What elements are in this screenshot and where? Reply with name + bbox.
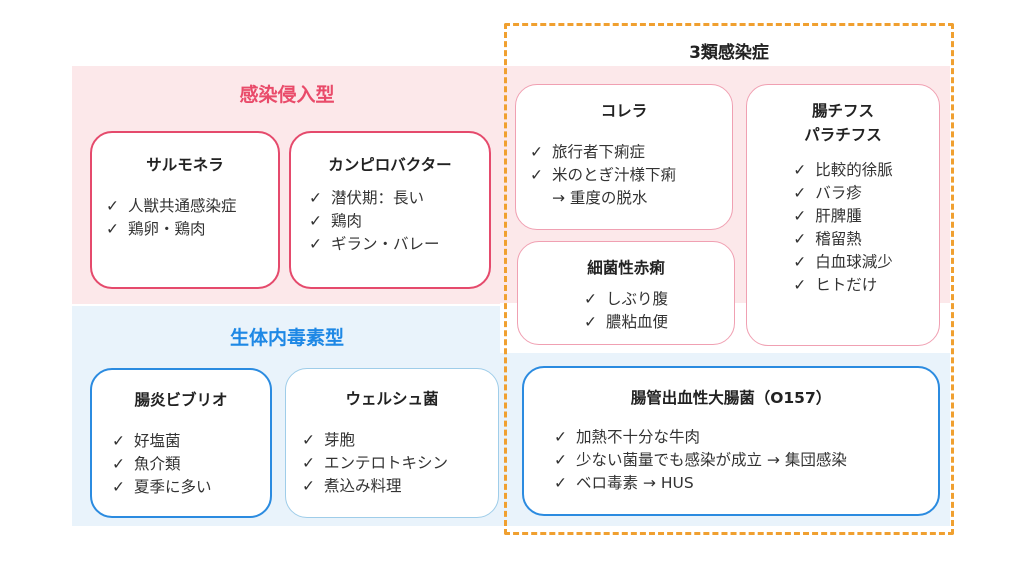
- list-item: ✓比較的徐脈: [793, 161, 893, 179]
- list-item: ✓芽胞: [302, 431, 356, 449]
- card-cholera: コレラ ✓旅行者下痢症 ✓米のとぎ汁様下痢 → 重度の脱水: [515, 84, 733, 230]
- list-item: ✓ギラン・バレー: [309, 235, 440, 253]
- list-item: ✓加熱不十分な牛肉: [554, 428, 701, 446]
- card-perfringens: ウェルシュ菌 ✓芽胞 ✓エンテロトキシン ✓煮込み料理: [285, 368, 499, 518]
- list-item: ✓夏季に多い: [112, 478, 212, 496]
- invasive-title: 感染侵入型: [239, 84, 335, 106]
- list-item: ✓稽留熱: [793, 230, 862, 248]
- card-title: 細菌性赤痢: [587, 259, 665, 277]
- list-item: → 重度の脱水: [552, 189, 648, 207]
- list-item: ✓潜伏期：長い: [309, 189, 425, 207]
- card-title: 腸チフス: [811, 102, 874, 120]
- card-ehec: 腸管出血性大腸菌（O157） ✓加熱不十分な牛肉 ✓少ない菌量でも感染が成立 →…: [522, 366, 940, 516]
- card-title: 腸炎ビブリオ: [134, 391, 228, 409]
- card-title: 腸管出血性大腸菌（O157）: [630, 389, 832, 407]
- list-item: ✓人獣共通感染症: [106, 197, 237, 215]
- card-vibrio: 腸炎ビブリオ ✓好塩菌 ✓魚介類 ✓夏季に多い: [90, 368, 272, 518]
- list-item: ✓旅行者下痢症: [530, 143, 646, 161]
- list-item: ✓エンテロトキシン: [302, 454, 449, 472]
- toxin-title: 生体内毒素型: [229, 327, 344, 349]
- list-item: ✓好塩菌: [112, 432, 181, 450]
- list-item: ✓肝脾腫: [793, 207, 862, 225]
- list-item: ✓鶏肉: [309, 212, 363, 230]
- list-item: ✓鶏卵・鶏肉: [106, 220, 206, 238]
- card-title: ウェルシュ菌: [345, 390, 439, 408]
- card-dysentery: 細菌性赤痢 ✓しぶり腹 ✓膿粘血便: [517, 241, 735, 345]
- class3-group-title: 3類感染症: [689, 43, 769, 63]
- list-item: ✓煮込み料理: [302, 477, 402, 495]
- list-item: ✓バラ疹: [793, 184, 862, 202]
- list-item: ✓魚介類: [112, 455, 181, 473]
- list-item: ✓ヒトだけ: [793, 276, 878, 294]
- card-title: サルモネラ: [146, 156, 224, 174]
- card-subtitle: パラチフス: [804, 126, 882, 144]
- card-title: カンピロバクター: [328, 156, 452, 174]
- card-title: コレラ: [600, 102, 648, 120]
- list-item: ✓しぶり腹: [583, 290, 668, 308]
- card-typhoid: 腸チフス パラチフス ✓比較的徐脈 ✓バラ疹 ✓肝脾腫 ✓稽留熱 ✓白血球減少 …: [746, 84, 940, 346]
- class3-group-border: [504, 23, 954, 535]
- card-salmonella: サルモネラ ✓人獣共通感染症 ✓鶏卵・鶏肉: [90, 131, 280, 289]
- list-item: ✓米のとぎ汁様下痢: [530, 166, 677, 184]
- list-item: ✓膿粘血便: [583, 313, 668, 331]
- card-campylobacter: カンピロバクター ✓潜伏期：長い ✓鶏肉 ✓ギラン・バレー: [289, 131, 491, 289]
- list-item: ✓ベロ毒素 → HUS: [554, 474, 694, 492]
- list-item: ✓白血球減少: [793, 253, 893, 271]
- list-item: ✓少ない菌量でも感染が成立 → 集団感染: [554, 451, 847, 469]
